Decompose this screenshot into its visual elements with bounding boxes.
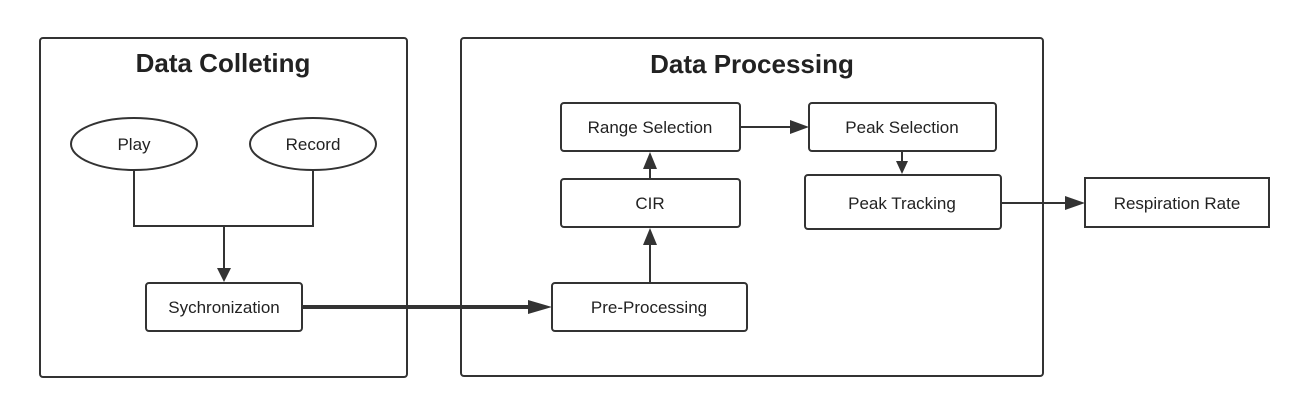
arrowhead-to-peak-selection	[790, 120, 809, 134]
node-range-selection	[560, 102, 741, 152]
node-sychronization-label: Sychronization	[168, 298, 280, 317]
node-record-label: Record	[286, 135, 341, 154]
node-range-selection-label: Range Selection	[588, 118, 713, 137]
node-respiration-rate	[1084, 177, 1270, 228]
arrowhead-to-preprocessing	[528, 300, 552, 314]
node-play-label: Play	[117, 135, 151, 154]
node-cir-label: CIR	[635, 194, 664, 213]
node-respiration-rate-label: Respiration Rate	[1114, 194, 1241, 213]
arrowhead-to-range-selection	[643, 152, 657, 169]
node-peak-selection	[808, 102, 997, 152]
node-record	[249, 117, 377, 171]
node-peak-tracking-label: Peak Tracking	[848, 194, 956, 213]
node-pre-processing	[551, 282, 748, 332]
arrowhead-to-respiration-rate	[1065, 196, 1085, 210]
arrowhead-to-sync	[217, 268, 231, 282]
node-cir	[560, 178, 741, 228]
node-peak-selection-label: Peak Selection	[845, 118, 958, 137]
arrowhead-to-cir	[643, 228, 657, 245]
arrowhead-to-peak-tracking	[896, 161, 908, 174]
node-sychronization	[145, 282, 303, 332]
group-title-data-colleting: Data Colleting	[136, 48, 311, 78]
node-peak-tracking	[804, 174, 1002, 230]
group-title-data-processing: Data Processing	[650, 49, 854, 79]
node-pre-processing-label: Pre-Processing	[591, 298, 707, 317]
node-play	[70, 117, 198, 171]
